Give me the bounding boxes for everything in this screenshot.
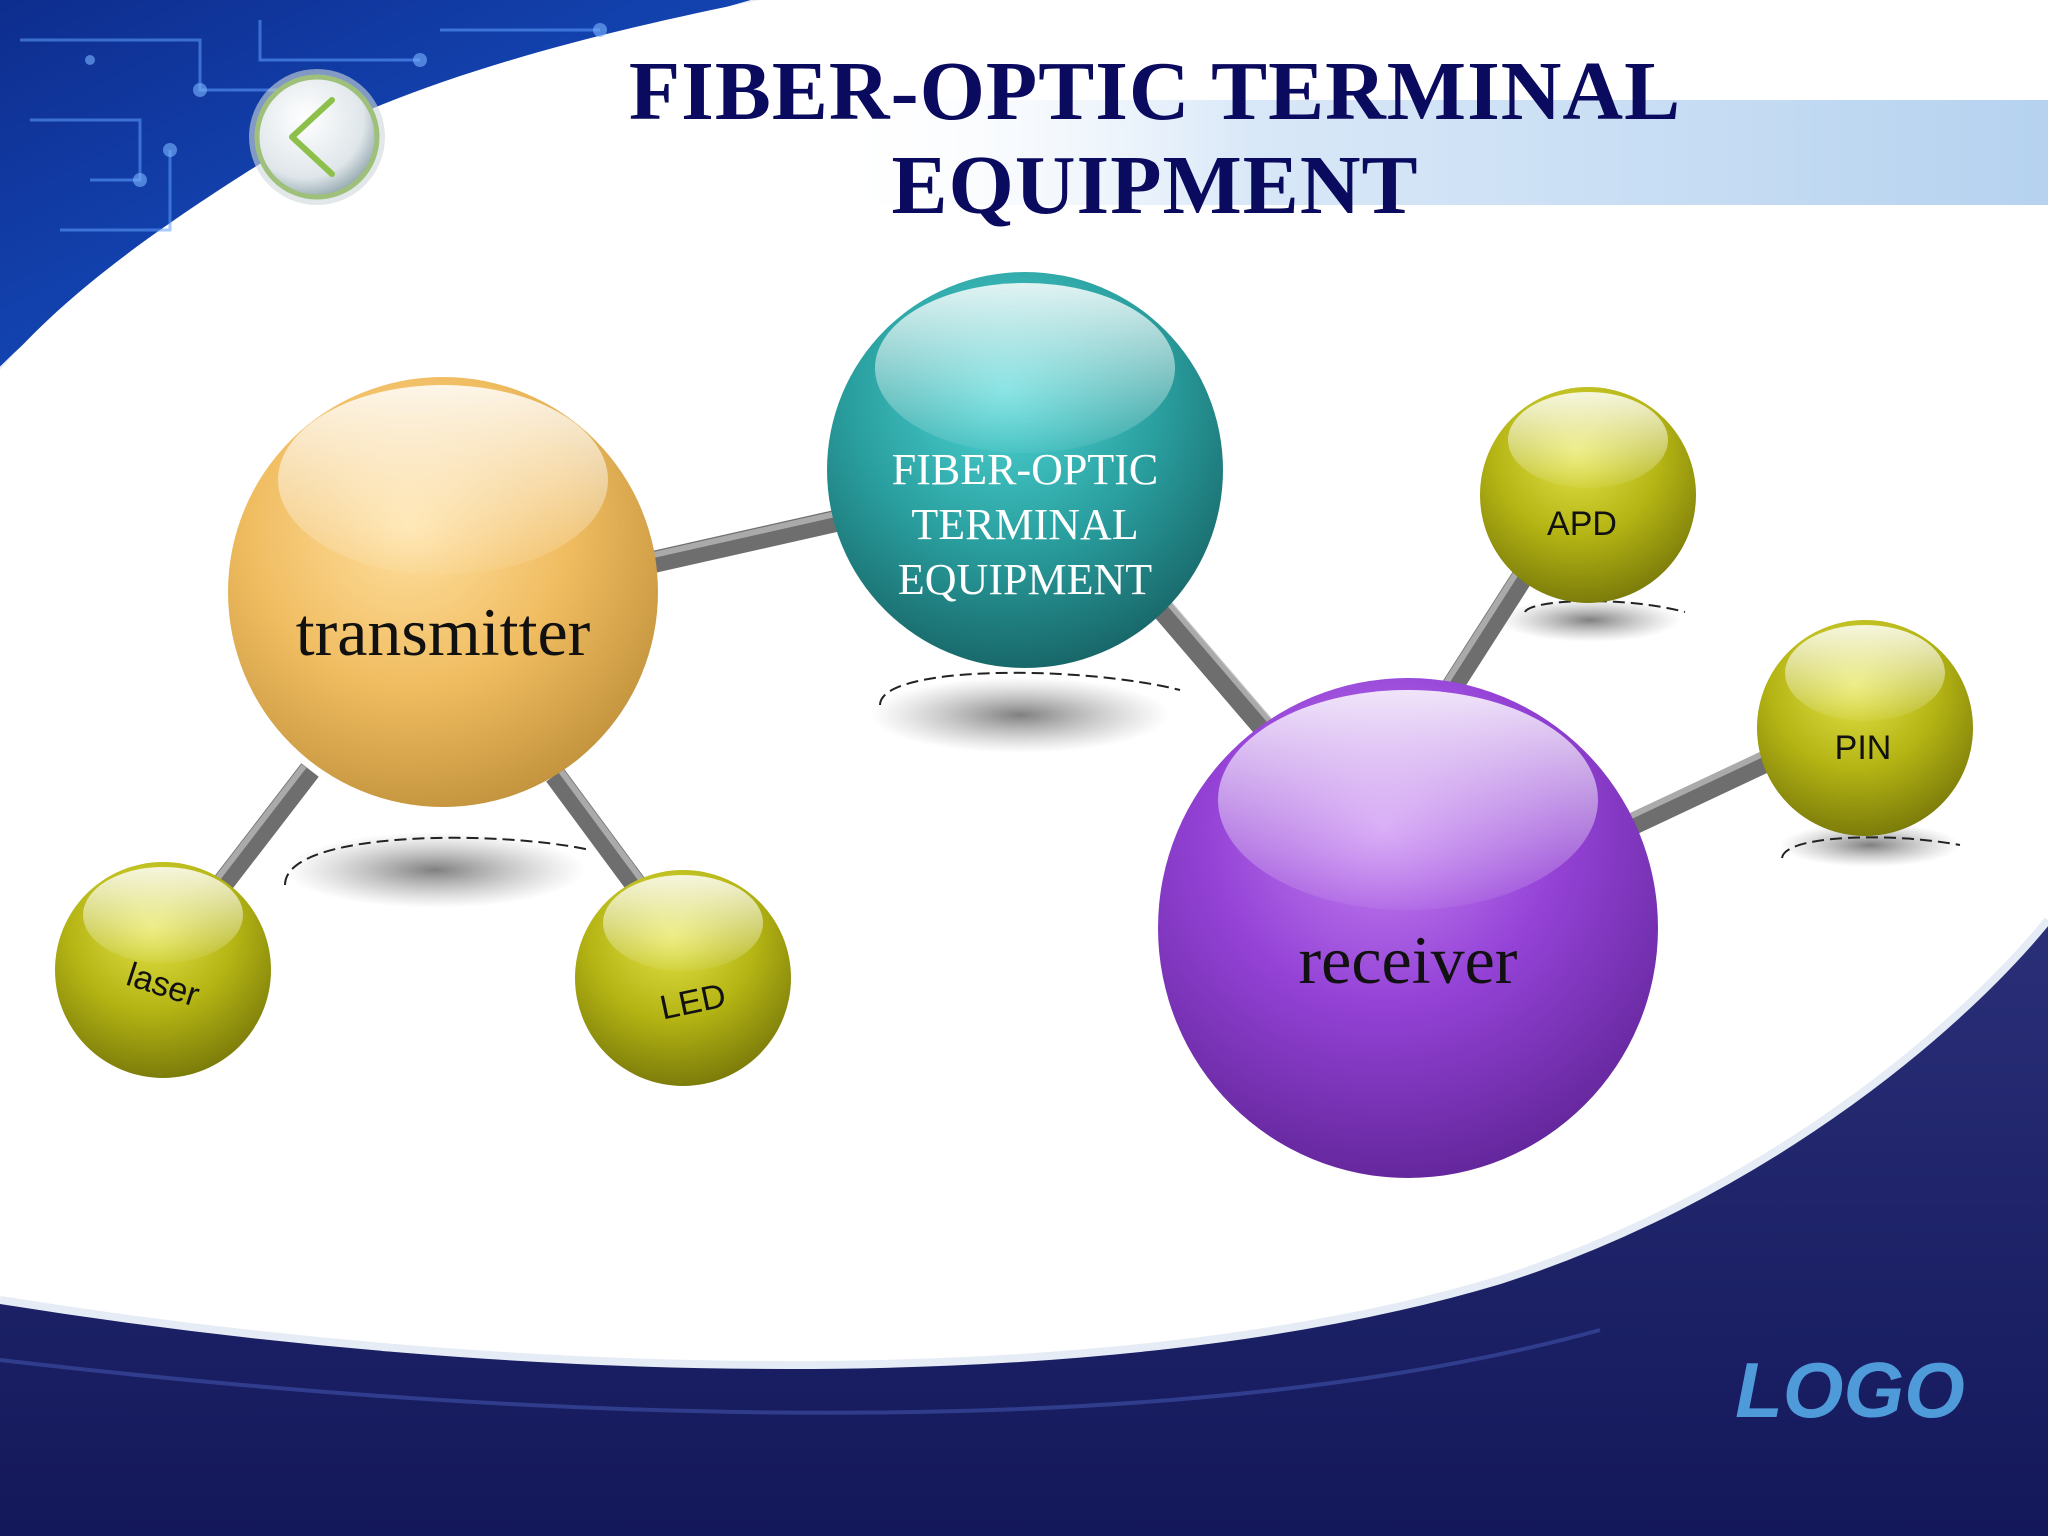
pin-sphere: [1757, 620, 1973, 836]
transmitter-sphere: [228, 377, 658, 807]
chevron-left-icon: [289, 97, 335, 177]
apd-sphere: [1480, 387, 1696, 603]
receiver-sphere: [1158, 678, 1658, 1178]
page-title: FIBER-OPTIC TERMINAL EQUIPMENT: [560, 45, 1750, 233]
laser-sphere: [55, 862, 271, 1078]
page-title-line-1: FIBER-OPTIC TERMINAL: [628, 45, 1682, 138]
logo: LOGO: [1735, 1346, 1965, 1434]
back-button[interactable]: [252, 72, 382, 202]
page-title-line-2: EQUIPMENT: [891, 139, 1419, 232]
led-sphere: [575, 870, 791, 1086]
center-sphere: [827, 272, 1223, 668]
